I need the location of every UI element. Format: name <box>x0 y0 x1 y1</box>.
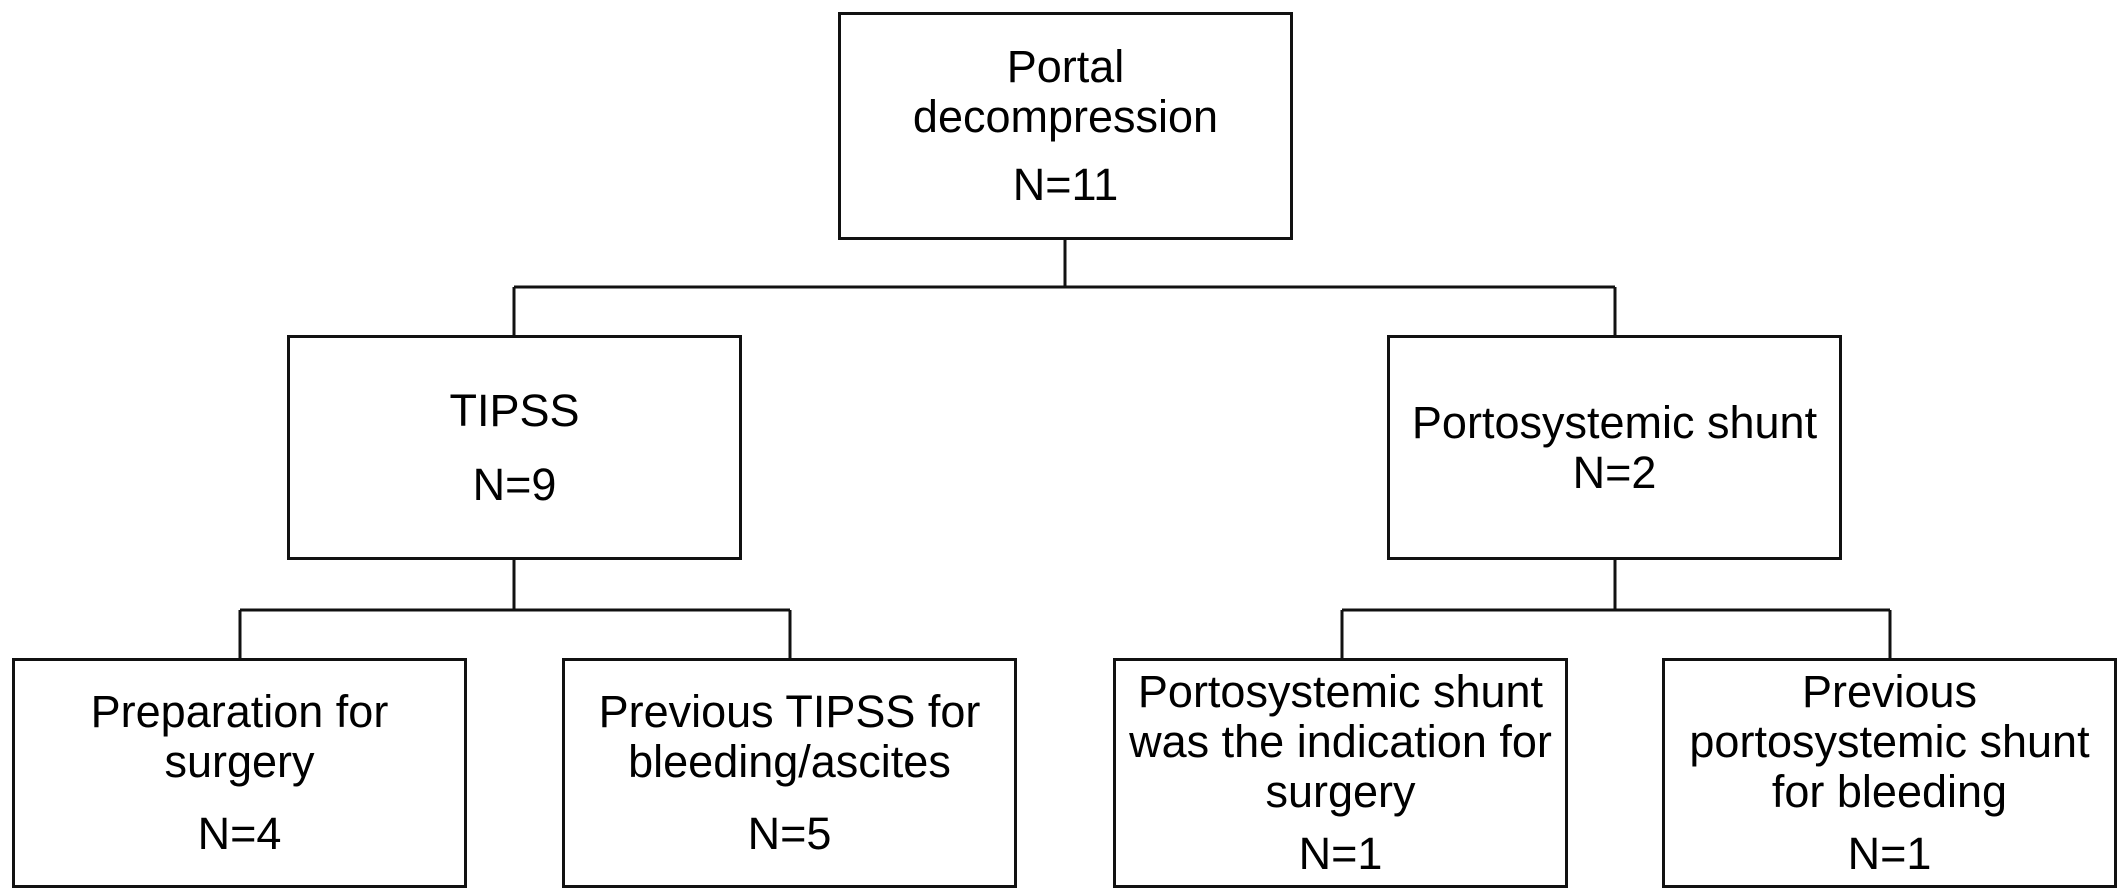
node-count: N=4 <box>197 808 282 859</box>
node-count: N=5 <box>747 808 832 859</box>
node-previous-portosystemic-shunt: Previous portosystemic shunt for bleedin… <box>1662 658 2117 888</box>
node-tipss: TIPSS N=9 <box>287 335 742 560</box>
node-label: Portosystemic shunt <box>1411 396 1818 448</box>
node-portosystemic-shunt: Portosystemic shunt N=2 <box>1387 335 1842 560</box>
node-previous-tipss: Previous TIPSS for bleeding/ascites N=5 <box>562 658 1017 888</box>
node-label: Previous portosystemic shunt for bleedin… <box>1689 666 2090 817</box>
node-label: Preparation for surgery <box>90 686 389 787</box>
node-label: TIPSS <box>449 384 580 436</box>
node-count: N=9 <box>472 458 557 510</box>
node-label: Portosystemic shunt was the indication f… <box>1129 666 1552 817</box>
node-portal-decompression: Portal decompression N=11 <box>838 12 1293 240</box>
node-label: Portal decompression <box>912 41 1219 142</box>
node-shunt-indication: Portosystemic shunt was the indication f… <box>1113 658 1568 888</box>
node-count: N=11 <box>1012 159 1119 210</box>
node-preparation-for-surgery: Preparation for surgery N=4 <box>12 658 467 888</box>
node-count: N=1 <box>1847 828 1932 879</box>
node-count: N=2 <box>1572 446 1657 498</box>
node-count: N=1 <box>1298 828 1383 879</box>
node-label: Previous TIPSS for bleeding/ascites <box>598 686 981 787</box>
